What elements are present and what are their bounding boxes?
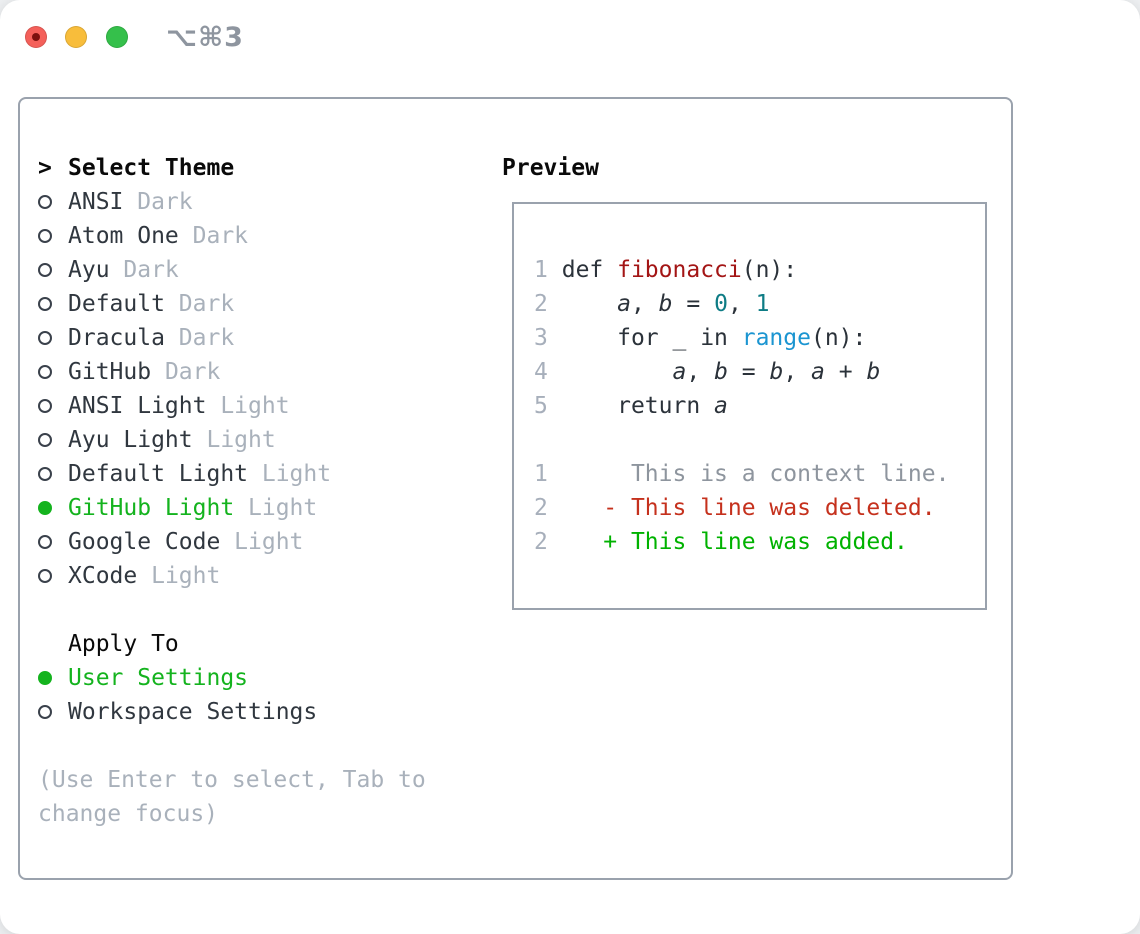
- theme-variant-badge: Dark: [178, 291, 235, 317]
- apply-to-section: Apply To User Settings Workspace Setting…: [38, 627, 478, 729]
- radio-icon: [38, 365, 52, 379]
- hint-text: (Use Enter to select, Tab to change focu…: [38, 767, 426, 827]
- theme-option[interactable]: Ayu Dark: [38, 253, 478, 287]
- preview-box: 1 def fibonacci(n): 2 a, b = 0, 1 3 for _ …: [512, 202, 987, 610]
- theme-option[interactable]: ANSI Dark: [38, 185, 478, 219]
- theme-name: Default Light: [68, 461, 249, 487]
- theme-variant-badge: Dark: [164, 359, 221, 385]
- theme-variant-badge: Dark: [137, 189, 193, 215]
- apply-option-label: Workspace Settings: [68, 699, 318, 725]
- radio-icon: [38, 229, 52, 243]
- theme-variant-badge: Dark: [123, 257, 179, 283]
- zoom-button[interactable]: [106, 26, 128, 48]
- apply-to-header-row: Apply To: [38, 627, 478, 661]
- modified-dot-icon: [32, 33, 40, 41]
- code-line: 4 a, b = b, a + b: [534, 359, 881, 385]
- theme-option[interactable]: Google Code Light: [38, 525, 478, 559]
- theme-option[interactable]: Ayu Light Light: [38, 423, 478, 457]
- apply-option[interactable]: Workspace Settings: [38, 695, 478, 729]
- radio-icon: [38, 535, 52, 549]
- radio-icon: [38, 433, 52, 447]
- theme-variant-badge: Dark: [178, 325, 235, 351]
- radio-icon: [38, 671, 52, 685]
- radio-icon: [38, 195, 52, 209]
- theme-name: Dracula: [68, 325, 165, 351]
- apply-to-title: Apply To: [68, 631, 179, 657]
- radio-icon: [38, 331, 52, 345]
- code-line: 1 def fibonacci(n):: [534, 257, 798, 283]
- line-number: 2: [534, 291, 548, 317]
- theme-option[interactable]: GitHub Dark: [38, 355, 478, 389]
- theme-name: Default: [68, 291, 165, 317]
- theme-name: ANSI: [68, 189, 124, 215]
- line-number: 2: [534, 529, 548, 555]
- theme-option[interactable]: Default Dark: [38, 287, 478, 321]
- diff-line: 2 + This line was added.: [534, 529, 908, 555]
- radio-icon: [38, 501, 52, 515]
- theme-name: Ayu: [68, 257, 110, 283]
- theme-name: GitHub: [68, 359, 152, 385]
- theme-variant-badge: Light: [220, 393, 290, 419]
- theme-option[interactable]: GitHub Light Light: [38, 491, 478, 525]
- titlebar: ⌥⌘3: [0, 0, 1140, 97]
- close-button[interactable]: [25, 26, 47, 48]
- code-line: 5 return a: [534, 393, 728, 419]
- theme-name: XCode: [68, 563, 138, 589]
- minimize-button[interactable]: [65, 26, 87, 48]
- apply-option-label: User Settings: [68, 665, 249, 691]
- theme-name: ANSI Light: [68, 393, 207, 419]
- theme-option[interactable]: XCode Light: [38, 559, 478, 593]
- preview-code: 1 def fibonacci(n): 2 a, b = 0, 1 3 for _ …: [514, 204, 985, 559]
- line-number: 3: [534, 325, 548, 351]
- apply-option[interactable]: User Settings: [38, 661, 478, 695]
- theme-option[interactable]: Atom One Dark: [38, 219, 478, 253]
- blank-line: [534, 423, 985, 457]
- radio-icon: [38, 569, 52, 583]
- window-title: ⌥⌘3: [166, 22, 244, 53]
- line-number: 1: [534, 461, 548, 487]
- theme-name: Google Code: [68, 529, 221, 555]
- radio-icon: [38, 297, 52, 311]
- apply-to-options: User Settings Workspace Settings: [38, 661, 478, 729]
- theme-variant-badge: Light: [151, 563, 221, 589]
- code-line: 2 a, b = 0, 1: [534, 291, 770, 317]
- line-number: 2: [534, 495, 548, 521]
- cursor-indicator: >: [38, 155, 52, 181]
- line-number: 1: [534, 257, 548, 283]
- diff-line: 2 - This line was deleted.: [534, 495, 936, 521]
- theme-variant-badge: Light: [261, 461, 332, 487]
- theme-variant-badge: Light: [206, 427, 276, 453]
- code-line: 3 for _ in range(n):: [534, 325, 867, 351]
- select-theme-title: Select Theme: [68, 155, 235, 181]
- diff-line: 1 This is a context line.: [534, 461, 950, 487]
- radio-icon: [38, 467, 52, 481]
- theme-name: Atom One: [68, 223, 179, 249]
- radio-icon: [38, 263, 52, 277]
- radio-icon: [38, 399, 52, 413]
- radio-icon: [38, 705, 52, 719]
- theme-name: GitHub Light: [68, 495, 235, 521]
- theme-variant-badge: Light: [248, 495, 318, 521]
- preview-title: Preview: [502, 155, 599, 181]
- theme-option[interactable]: ANSI Light Light: [38, 389, 478, 423]
- select-theme-header-row: > Select Theme: [38, 151, 478, 185]
- theme-variant-badge: Dark: [192, 223, 249, 249]
- theme-variant-badge: Light: [234, 529, 304, 555]
- blank-line: [534, 219, 985, 253]
- line-number: 5: [534, 393, 548, 419]
- line-number: 4: [534, 359, 548, 385]
- theme-option[interactable]: Default Light Light: [38, 457, 478, 491]
- theme-name: Ayu Light: [68, 427, 193, 453]
- theme-option[interactable]: Dracula Dark: [38, 321, 478, 355]
